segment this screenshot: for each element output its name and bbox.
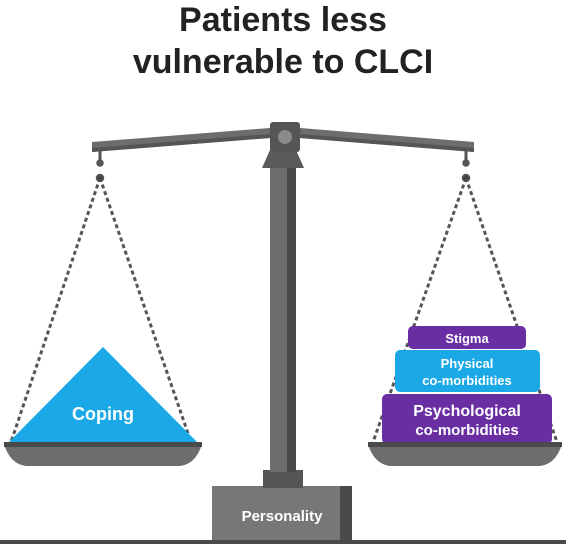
coping-label: Coping [72,404,134,424]
coping-weight [8,347,198,443]
stigma-weight [408,326,526,349]
diagram-title-line-2: vulnerable to CLCI [132,43,434,81]
left-chains [8,150,194,446]
psychological-weight [382,394,552,444]
ground-line [0,540,566,544]
physical-weight [395,350,540,392]
scale-beam [92,122,474,152]
pivot-knob [278,130,292,144]
left-pan: Coping [4,347,202,466]
physical-label-line-2: co-morbidities [422,373,512,388]
scale-pillar [262,150,304,472]
scale-base: Personality [212,470,352,540]
stigma-label: Stigma [445,331,489,346]
psychological-label-line-1: Psychological [413,403,521,420]
psychological-label-line-2: co-morbidities [415,422,518,439]
diagram-title-line-1: Patients less [179,1,387,39]
personality-label: Personality [242,508,324,525]
physical-label-line-1: Physical [441,356,494,371]
right-chains [370,150,560,446]
right-pan: Psychological co-morbidities Physical co… [368,326,562,466]
